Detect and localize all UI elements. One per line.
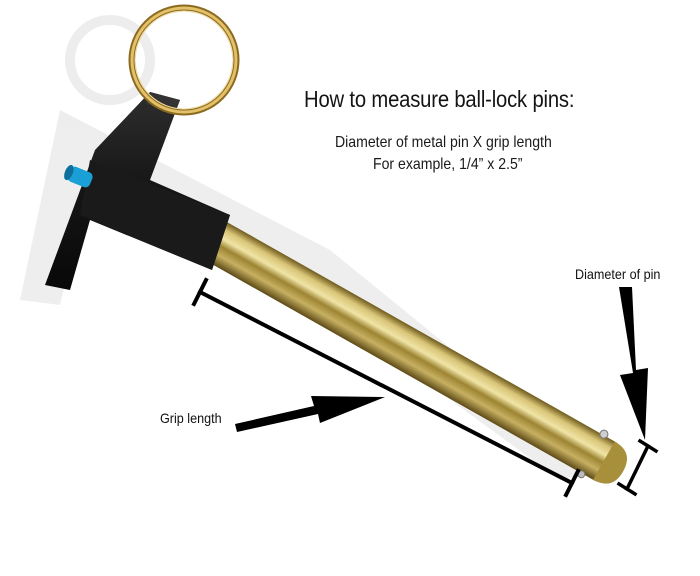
label-diameter: Diameter of pin bbox=[575, 266, 661, 282]
label-grip-length: Grip length bbox=[160, 410, 222, 426]
diameter-dimension bbox=[616, 438, 659, 497]
subtitle-example: For example, 1/4” x 2.5” bbox=[373, 156, 523, 173]
subtitle-formula: Diameter of metal pin X grip length bbox=[335, 134, 552, 151]
metal-pin bbox=[196, 215, 627, 484]
split-ring bbox=[128, 4, 240, 116]
grip-length-dimension bbox=[191, 277, 581, 498]
diameter-arrow-icon bbox=[619, 287, 648, 440]
heading-title: How to measure ball-lock pins: bbox=[304, 86, 575, 112]
release-button bbox=[64, 164, 93, 188]
grip-arrow-icon bbox=[235, 396, 385, 432]
